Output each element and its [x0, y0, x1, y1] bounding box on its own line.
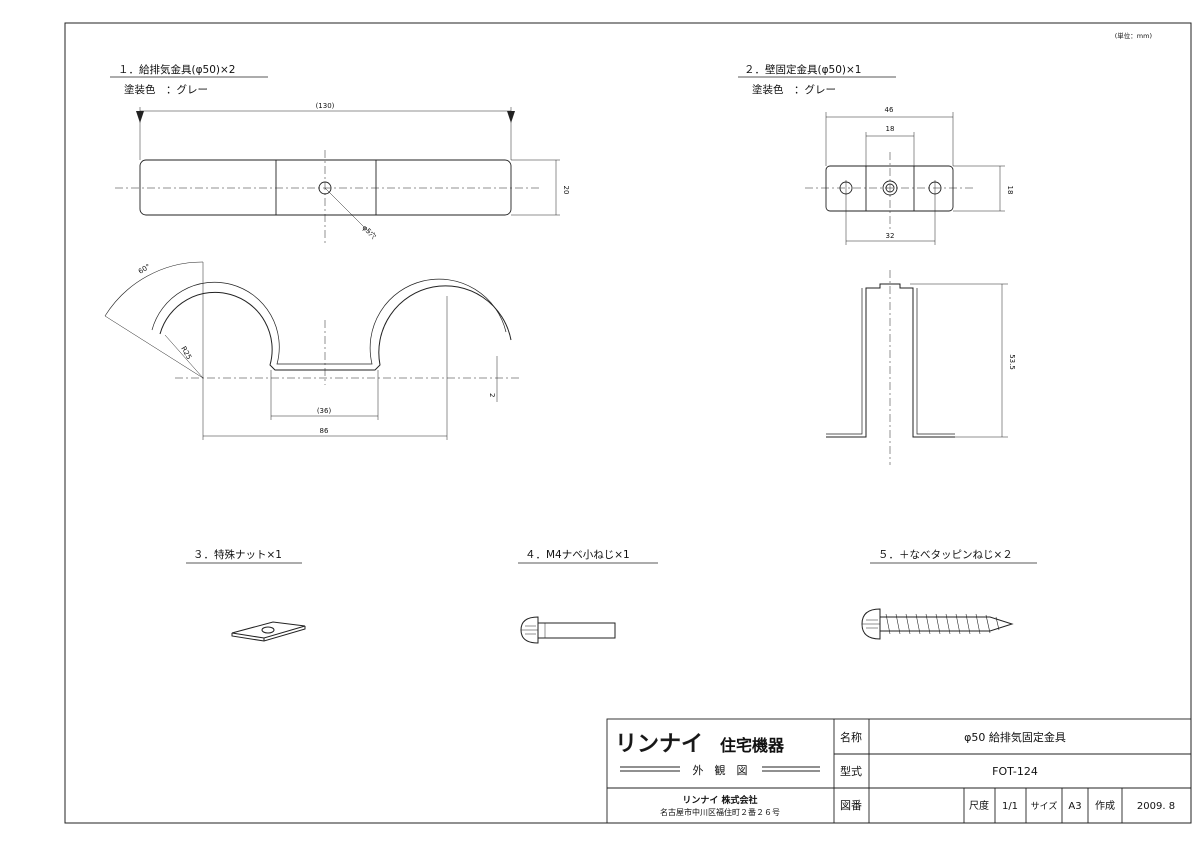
- part-1-heading: １．給排気金具(φ50)×2: [118, 63, 235, 76]
- m4-screw-drawing: [520, 616, 616, 644]
- part-3: ３．特殊ナット×1: [186, 548, 306, 642]
- dim-p1-hole: φ5穴: [361, 223, 379, 241]
- brand-logo: リンナイ: [615, 732, 703, 757]
- dim-p2-width: 46: [885, 106, 894, 114]
- company-address: 名古屋市中川区福住町２番２６号: [660, 807, 780, 817]
- size-value: A3: [1068, 801, 1081, 812]
- scale-value: 1/1: [1002, 801, 1018, 812]
- part-2-top-view: [805, 112, 1005, 245]
- part-1-paint: 塗装色 ：グレー: [124, 83, 208, 96]
- created-value: 2009. 8: [1137, 801, 1175, 812]
- part-4: ４．M4ナベ小ねじ×1: [518, 549, 658, 644]
- dim-p2-inner: 18: [886, 125, 895, 133]
- part-2-heading: ２．壁固定金具(φ50)×1: [744, 63, 861, 76]
- part-2: ２．壁固定金具(φ50)×1 塗装色 ：グレー 46: [738, 63, 1016, 465]
- part-1: １．給排気金具(φ50)×2 塗装色 ：グレー (130) 20 φ5穴: [104, 63, 570, 440]
- part-1-side-view: [104, 261, 520, 440]
- part-5-heading: ５．＋なべタッピンねじ×２: [878, 549, 1013, 561]
- unit-note: (単位：mm): [1115, 31, 1152, 40]
- part-2-side-view: [826, 270, 1008, 465]
- name-label: 名称: [840, 730, 862, 744]
- dim-p1-flat: (36): [317, 407, 332, 415]
- size-label: サイズ: [1031, 800, 1058, 812]
- part-2-paint: 塗装色 ：グレー: [752, 83, 836, 96]
- document-type: 外 観 図: [693, 763, 748, 777]
- company-name: リンナイ 株式会社: [682, 794, 757, 806]
- tapping-screw-drawing: [861, 608, 1014, 640]
- dim-p1-width: 20: [562, 186, 570, 195]
- model-label: 型式: [840, 764, 862, 778]
- division-label: 住宅機器: [720, 736, 785, 755]
- dim-p1-angle: 60°: [137, 263, 152, 276]
- title-block: [606, 718, 1192, 824]
- part-4-heading: ４．M4ナベ小ねじ×1: [525, 549, 630, 561]
- part-1-top-view: [115, 107, 560, 244]
- dim-p1-length: (130): [316, 102, 335, 110]
- scale-label: 尺度: [969, 799, 989, 812]
- created-label: 作成: [1095, 800, 1115, 812]
- dim-p2-pitch: 32: [886, 232, 895, 240]
- part-3-heading: ３．特殊ナット×1: [193, 548, 282, 561]
- model-value: FOT-124: [992, 765, 1038, 778]
- special-nut-drawing: [231, 621, 306, 642]
- dim-p2-depth: 53.5: [1008, 354, 1016, 370]
- dim-p1-span: 86: [320, 427, 329, 435]
- name-value: φ50 給排気固定金具: [964, 730, 1066, 744]
- drawing-no-label: 図番: [840, 799, 862, 812]
- dim-p2-height: 18: [1006, 186, 1014, 195]
- dim-p1-step: 2: [488, 393, 496, 397]
- sheet-border: [64, 22, 1192, 824]
- dim-p1-radius: R25: [179, 345, 193, 361]
- part-5: ５．＋なべタッピンねじ×２: [861, 549, 1037, 640]
